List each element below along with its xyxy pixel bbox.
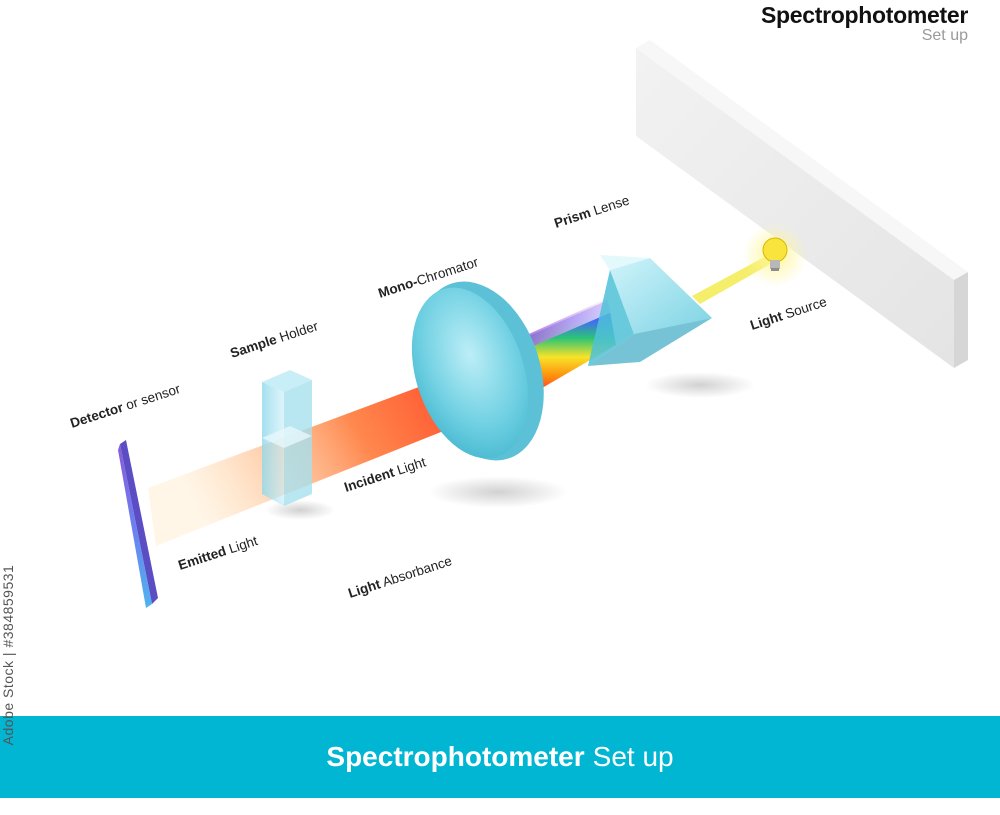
light-bulb-icon <box>762 237 788 271</box>
back-wall <box>636 40 968 368</box>
banner-regular: Set up <box>592 741 674 772</box>
label-light-absorbance: Light Absorbance <box>346 553 453 601</box>
sample-holder <box>262 370 312 506</box>
incident-beam <box>148 362 486 546</box>
violet-beam <box>520 298 612 350</box>
prism <box>588 255 712 366</box>
dispersed-spectrum <box>520 300 616 395</box>
prism-shadow <box>645 372 755 398</box>
monochromator-lens <box>411 281 544 461</box>
banner-bold: Spectrophotometer <box>326 741 585 772</box>
label-emitted-light: Emitted Light <box>176 533 259 573</box>
detector <box>118 440 158 608</box>
label-light-source: Light Source <box>748 294 828 333</box>
title-sub: Set up <box>921 27 968 44</box>
label-detector: Detector or sensor <box>68 381 182 431</box>
label-sample-holder: Sample Holder <box>228 318 320 361</box>
stock-credit: Adobe Stock | #384859531 <box>0 564 16 746</box>
lens-shadow <box>428 476 568 508</box>
footer-banner: Spectrophotometer Set up <box>0 716 1000 798</box>
holder-shadow <box>265 500 335 520</box>
spectrophotometer-diagram: Light Source Prism Lense Mono-Chromator … <box>68 40 968 608</box>
label-prism: Prism Lense <box>552 192 631 230</box>
title-main: Spectrophotometer <box>760 2 968 28</box>
page-title: Spectrophotometer Set up <box>761 2 968 45</box>
